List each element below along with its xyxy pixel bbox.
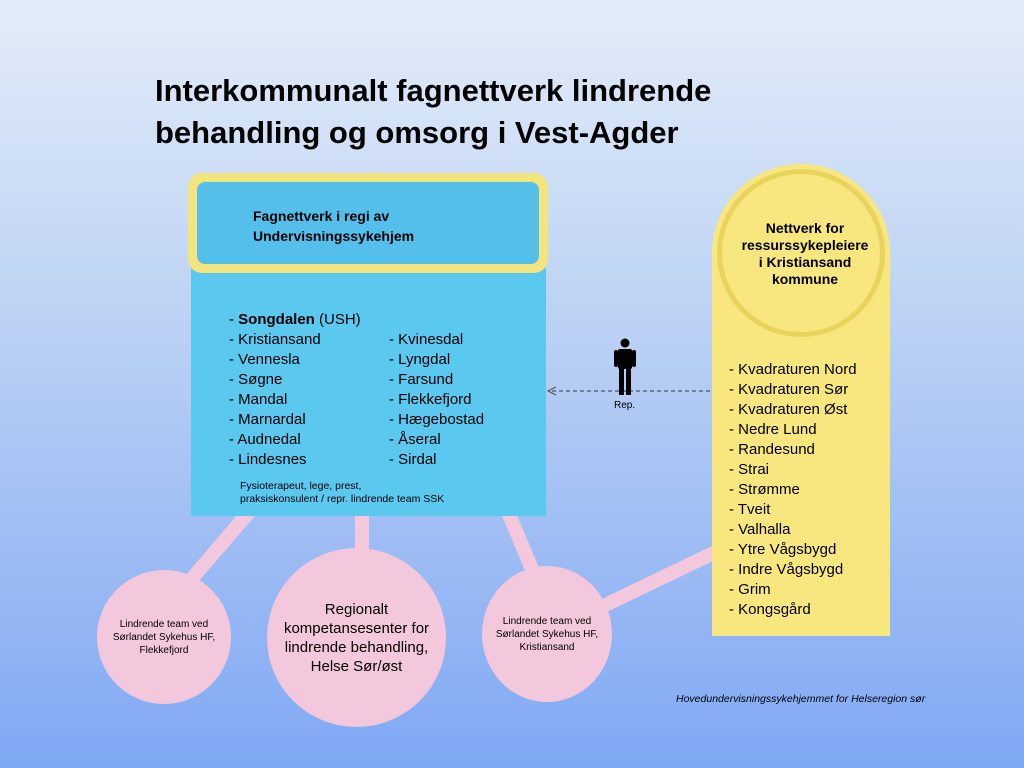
header-line-2: Undervisningssykehjem: [253, 228, 415, 244]
list-item: - Tveit: [729, 501, 771, 518]
nettverk-title-line-1: Nettverk for: [765, 220, 845, 236]
note-line-1: Fysioterapeut, lege, prest,: [240, 480, 362, 492]
circle-mid-line-3: lindrende behandling,: [284, 638, 429, 656]
list-item: - Mandal: [229, 391, 288, 408]
list-item: - Kvadraturen Nord: [729, 361, 857, 378]
note-line-2: praksiskonsulent / repr. lindrende team …: [240, 493, 445, 505]
list-item: - Indre Vågsbygd: [729, 561, 844, 578]
list-item: - Valhalla: [729, 521, 791, 538]
circle-right-line-3: Kristiansand: [519, 641, 575, 653]
circle-left-line-1: Lindrende team ved: [119, 618, 209, 630]
header-line-1: Fagnettverk i regi av: [253, 208, 390, 224]
person-icon: [614, 338, 636, 395]
arrow-head: [546, 386, 557, 396]
list-item: - Strai: [729, 461, 770, 478]
list-item: - Kvinesdal: [389, 331, 464, 348]
circle-mid-line-1: Regionalt: [324, 600, 389, 618]
footer-caption: Hovedundervisningssykehjemmet for Helser…: [676, 693, 926, 705]
connector-yellow: [591, 538, 734, 617]
nettverk-ring: [717, 169, 885, 337]
list-item: - Lyngdal: [389, 351, 451, 368]
municipality-list-col2: - Kvinesdal - Lyngdal - Farsund - Flekke…: [389, 330, 484, 470]
participants-note: Fysioterapeut, lege, prest, praksiskonsu…: [240, 480, 444, 506]
list-item: - Randesund: [729, 441, 815, 458]
nettverk-title-line-2: ressurssykepleiere: [741, 237, 869, 253]
municipality-list-col1: - Songdalen (USH) - Kristiansand - Venne…: [229, 310, 361, 470]
list-item: - Kongsgård: [729, 601, 811, 618]
lindrende-team-flekkefjord: Lindrende team ved Sørlandet Sykehus HF,…: [97, 570, 231, 704]
circle-left-line-2: Sørlandet Sykehus HF,: [112, 631, 216, 643]
list-item: - Strømme: [729, 481, 800, 498]
circle-mid-line-2: kompetansesenter for: [283, 619, 430, 637]
nettverk-list: - Kvadraturen Nord - Kvadraturen Sør - K…: [729, 360, 857, 620]
list-item: - Audnedal: [229, 431, 301, 448]
circle-right-line-2: Sørlandet Sykehus HF,: [495, 628, 599, 640]
list-item: - Vennesla: [229, 351, 300, 368]
list-item: - Songdalen (USH): [229, 311, 361, 328]
circle-left-line-3: Flekkefjord: [139, 644, 189, 656]
circle-right-line-1: Lindrende team ved: [502, 615, 592, 627]
list-item: - Kvadraturen Sør: [729, 381, 849, 398]
nettverk-title-line-4: kommune: [771, 271, 839, 287]
list-item: - Åseral: [389, 431, 441, 448]
list-item: - Flekkefjord: [389, 391, 472, 408]
rep-label: Rep.: [614, 400, 636, 411]
list-item: - Kvadraturen Øst: [729, 401, 848, 418]
list-item: - Søgne: [229, 371, 283, 388]
list-item: - Grim: [729, 581, 771, 598]
nettverk-title-line-3: i Kristiansand: [758, 254, 852, 270]
list-item: - Hægebostad: [389, 411, 485, 428]
circle-mid-line-4: Helse Sør/øst: [310, 657, 403, 675]
page-title: Interkommunalt fagnettverk lindrende beh…: [155, 70, 875, 154]
list-item: - Nedre Lund: [729, 421, 817, 438]
fagnettverk-header: [197, 182, 539, 264]
list-item: - Lindesnes: [229, 451, 307, 468]
list-item: - Sirdal: [389, 451, 437, 468]
nettverk-title: Nettverk for ressurssykepleiere i Kristi…: [712, 220, 898, 288]
title-line-1: Interkommunalt fagnettverk lindrende: [155, 73, 712, 108]
fagnettverk-header-text: Fagnettverk i regi av Undervisningssykeh…: [253, 206, 414, 246]
regional-competence-centre: Regionalt kompetansesenter for lindrende…: [267, 548, 446, 727]
list-item: - Marnardal: [229, 411, 306, 428]
title-line-2: behandling og omsorg i Vest-Agder: [155, 115, 679, 150]
highlight-songdalen: Songdalen: [238, 311, 315, 328]
list-item: - Ytre Vågsbygd: [729, 541, 837, 558]
list-item: - Kristiansand: [229, 331, 321, 348]
list-item: - Farsund: [389, 371, 454, 388]
lindrende-team-kristiansand: Lindrende team ved Sørlandet Sykehus HF,…: [482, 566, 612, 702]
